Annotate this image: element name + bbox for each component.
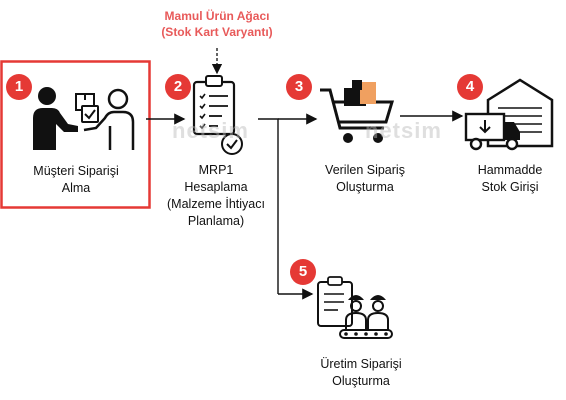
step-3-label-line2: Oluşturma [336,180,394,194]
step-4-label-line1: Hammadde [477,163,543,177]
customer-order-handshake-icon [33,87,135,150]
step-3-label-line1: Verilen Sipariş [325,163,405,177]
step-4-label-line2: Stok Girişi [481,180,539,194]
step-1-label: Müşteri Siparişi Alma [10,163,142,197]
step-1-label-line2: Alma [61,181,91,195]
watermark-2: netsim [365,118,442,143]
step-2-label-line3: (Malzeme İhtiyacı [167,197,265,211]
shopping-cart-icon [320,80,395,143]
step-5-badge: 5 [290,259,316,285]
warehouse-truck-icon [464,78,554,151]
step-1-badge: 1 [6,74,32,100]
header-note: Mamul Ürün Ağacı (Stok Kart Varyantı) [140,8,294,40]
step-5-label-line1: Üretim Siparişi [320,357,402,371]
step-3-label: Verilen Sipariş Oluşturma [300,162,430,196]
step-4-badge: 4 [457,74,483,100]
step-2-label-line4: Planlama) [187,214,245,228]
step-2-label-line2: Hesaplama [184,180,248,194]
watermark-1: netsim [172,118,249,143]
step-5-label: Üretim Siparişi Oluşturma [296,356,426,390]
step-2-badge: 2 [165,74,191,100]
header-note-line1: Mamul Ürün Ağacı [164,9,270,23]
step-4-label: Hammadde Stok Girişi [456,162,564,196]
step-5-label-line2: Oluşturma [332,374,390,388]
production-workers-icon [317,276,393,339]
clipboard-checklist-icon [192,75,243,155]
step-1-highlight-frame [0,60,151,209]
step-3-badge: 3 [286,74,312,100]
header-note-line2: (Stok Kart Varyantı) [161,25,273,39]
step-2-label: MRP1 Hesaplama (Malzeme İhtiyacı Planlam… [150,162,282,230]
step-1-label-line1: Müşteri Siparişi [33,164,119,178]
step-2-label-line1: MRP1 [198,163,234,177]
